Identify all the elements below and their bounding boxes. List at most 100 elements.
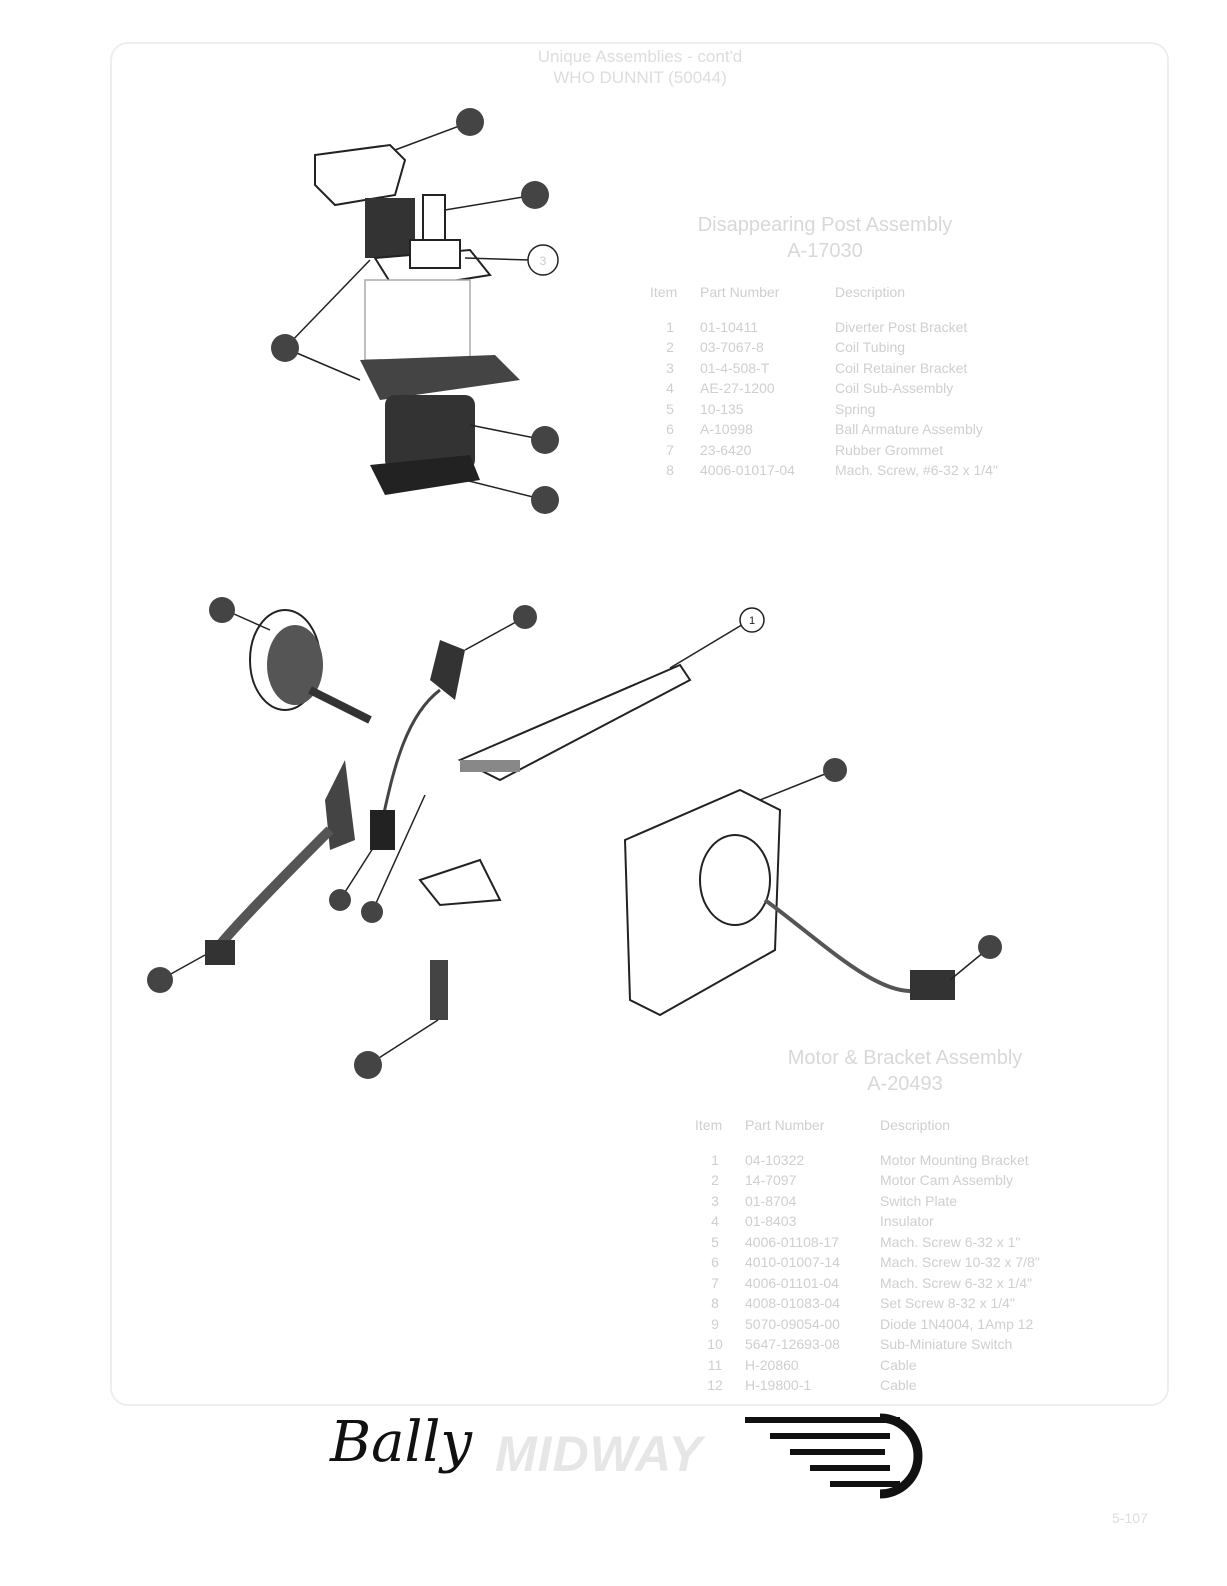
parts-row: 6 A-10998 Ball Armature Assembly (650, 419, 1008, 440)
description: Spring (835, 400, 876, 417)
col-part-number: Part Number (700, 284, 780, 300)
assembly1-number: A-17030 (787, 240, 863, 262)
assembly1-parts-table: Item Part Number Description 1 01-10411 Di… (650, 282, 1008, 481)
part-number: 5647-12693-08 (745, 1336, 840, 1352)
description: Coil Sub-Assembly (835, 380, 954, 396)
parts-row: 7 23-6420 Rubber Grommet (650, 440, 1008, 461)
midway-logo: MIDWAY (495, 1426, 703, 1482)
assembly1-title: Disappearing Post Assembly (697, 214, 953, 236)
page-title: Unique Assemblies - cont'd WHO DUNNIT (5… (440, 46, 840, 88)
assembly2-title: Motor & Bracket Assembly (787, 1047, 1023, 1069)
parts-row: 3 01-8704 Switch Plate (695, 1191, 1050, 1212)
description: Ball Armature Assembly (835, 421, 983, 437)
parts-row: 3 01-4-508-T Coil Retainer Bracket (650, 358, 1008, 379)
parts-row: 5 4006-01108-17 Mach. Screw 6-32 x 1" (695, 1232, 1050, 1253)
part-number: 4006-01017-04 (700, 462, 795, 478)
description: Mach. Screw 6-32 x 1/4" (880, 1274, 1033, 1291)
description: Cable (880, 1377, 917, 1393)
description: Motor Cam Assembly (880, 1172, 1014, 1188)
part-number: 5070-09054-00 (745, 1315, 840, 1332)
part-number: 01-8704 (745, 1192, 797, 1209)
description: Diverter Post Bracket (835, 318, 968, 335)
parts-row: 1 01-10411 Diverter Post Bracket (650, 317, 1008, 338)
part-number: 01-4-508-T (700, 359, 770, 376)
part-number: 14-7097 (745, 1172, 797, 1188)
item-number: 7 (711, 1274, 719, 1291)
parts-row: 12 H-19800-1 Cable (695, 1375, 1050, 1396)
col-description: Description (880, 1117, 951, 1133)
item-number: 7 (666, 441, 674, 458)
part-number: A-10998 (700, 421, 753, 437)
parts-row: 7 4006-01101-04 Mach. Screw 6-32 x 1/4" (695, 1273, 1050, 1294)
title-line-1: Unique Assemblies - cont'd (537, 47, 743, 66)
open-callout-top (527, 244, 559, 276)
page-frame (110, 42, 1169, 1406)
title-line-2: WHO DUNNIT (50044) (553, 68, 727, 87)
item-number: 6 (666, 421, 674, 437)
col-part-number: Part Number (745, 1117, 825, 1133)
item-number: 6 (711, 1254, 719, 1270)
item-number: 1 (711, 1151, 719, 1168)
parts-row: 5 10-135 Spring (650, 399, 1008, 420)
part-number: 01-10411 (700, 318, 759, 335)
part-number: 10-135 (700, 400, 744, 417)
item-number: 8 (666, 462, 674, 478)
description: Diode 1N4004, 1Amp 12 (880, 1315, 1034, 1332)
description: Cable (880, 1356, 917, 1373)
description: Mach. Screw, #6-32 x 1/4" (835, 462, 998, 478)
part-number: 23-6420 (700, 441, 752, 458)
parts-row: 8 4006-01017-04 Mach. Screw, #6-32 x 1/4" (650, 460, 1008, 481)
part-number: 01-8403 (745, 1213, 797, 1229)
description: Rubber Grommet (835, 441, 944, 458)
item-number: 8 (711, 1295, 719, 1311)
item-number: 5 (711, 1233, 719, 1250)
description: Coil Tubing (835, 339, 906, 355)
bally-logo: Bally (330, 1410, 472, 1475)
item-number: 3 (666, 359, 674, 376)
description: Insulator (880, 1213, 934, 1229)
description: Mach. Screw 6-32 x 1" (880, 1233, 1021, 1250)
part-number: 4006-01101-04 (745, 1274, 839, 1291)
open-callout-top-label: 3 (540, 254, 547, 268)
part-number: 4008-01083-04 (745, 1295, 840, 1311)
col-description: Description (835, 284, 906, 300)
midway-logo-symbol (745, 1413, 923, 1499)
description: Switch Plate (880, 1192, 958, 1209)
open-callout-bottom (739, 607, 765, 633)
motor-bracket-drawing (205, 609, 955, 1020)
item-number: 12 (707, 1377, 723, 1393)
disappearing-post-drawing (314, 143, 520, 495)
assembly2-number: A-20493 (867, 1073, 943, 1095)
part-number: H-19800-1 (745, 1377, 812, 1393)
item-number: 4 (711, 1213, 719, 1229)
item-number: 1 (666, 318, 674, 335)
assembly2-heading: Motor & Bracket Assembly A-20493 (730, 1045, 1080, 1097)
description: Sub-Miniature Switch (880, 1336, 1013, 1352)
open-callout-bottom-label: 1 (749, 615, 755, 627)
item-number: 10 (707, 1336, 723, 1352)
item-number: 3 (711, 1192, 719, 1209)
callout-balls (147, 108, 1002, 1079)
description: Coil Retainer Bracket (835, 359, 968, 376)
page-number: 5-107 (1112, 1510, 1148, 1526)
part-number: H-20860 (745, 1356, 799, 1373)
item-number: 5 (666, 400, 674, 417)
col-item: Item (650, 284, 678, 300)
assembly1-heading: Disappearing Post Assembly A-17030 (650, 212, 1000, 264)
part-number: 4006-01108-17 (745, 1233, 839, 1250)
item-number: 4 (666, 380, 674, 396)
parts-row: 10 5647-12693-08 Sub-Miniature Switch (695, 1334, 1050, 1355)
item-number: 2 (666, 339, 674, 355)
part-number: 4010-01007-14 (745, 1254, 840, 1270)
parts-row: 4 01-8403 Insulator (695, 1211, 1050, 1232)
